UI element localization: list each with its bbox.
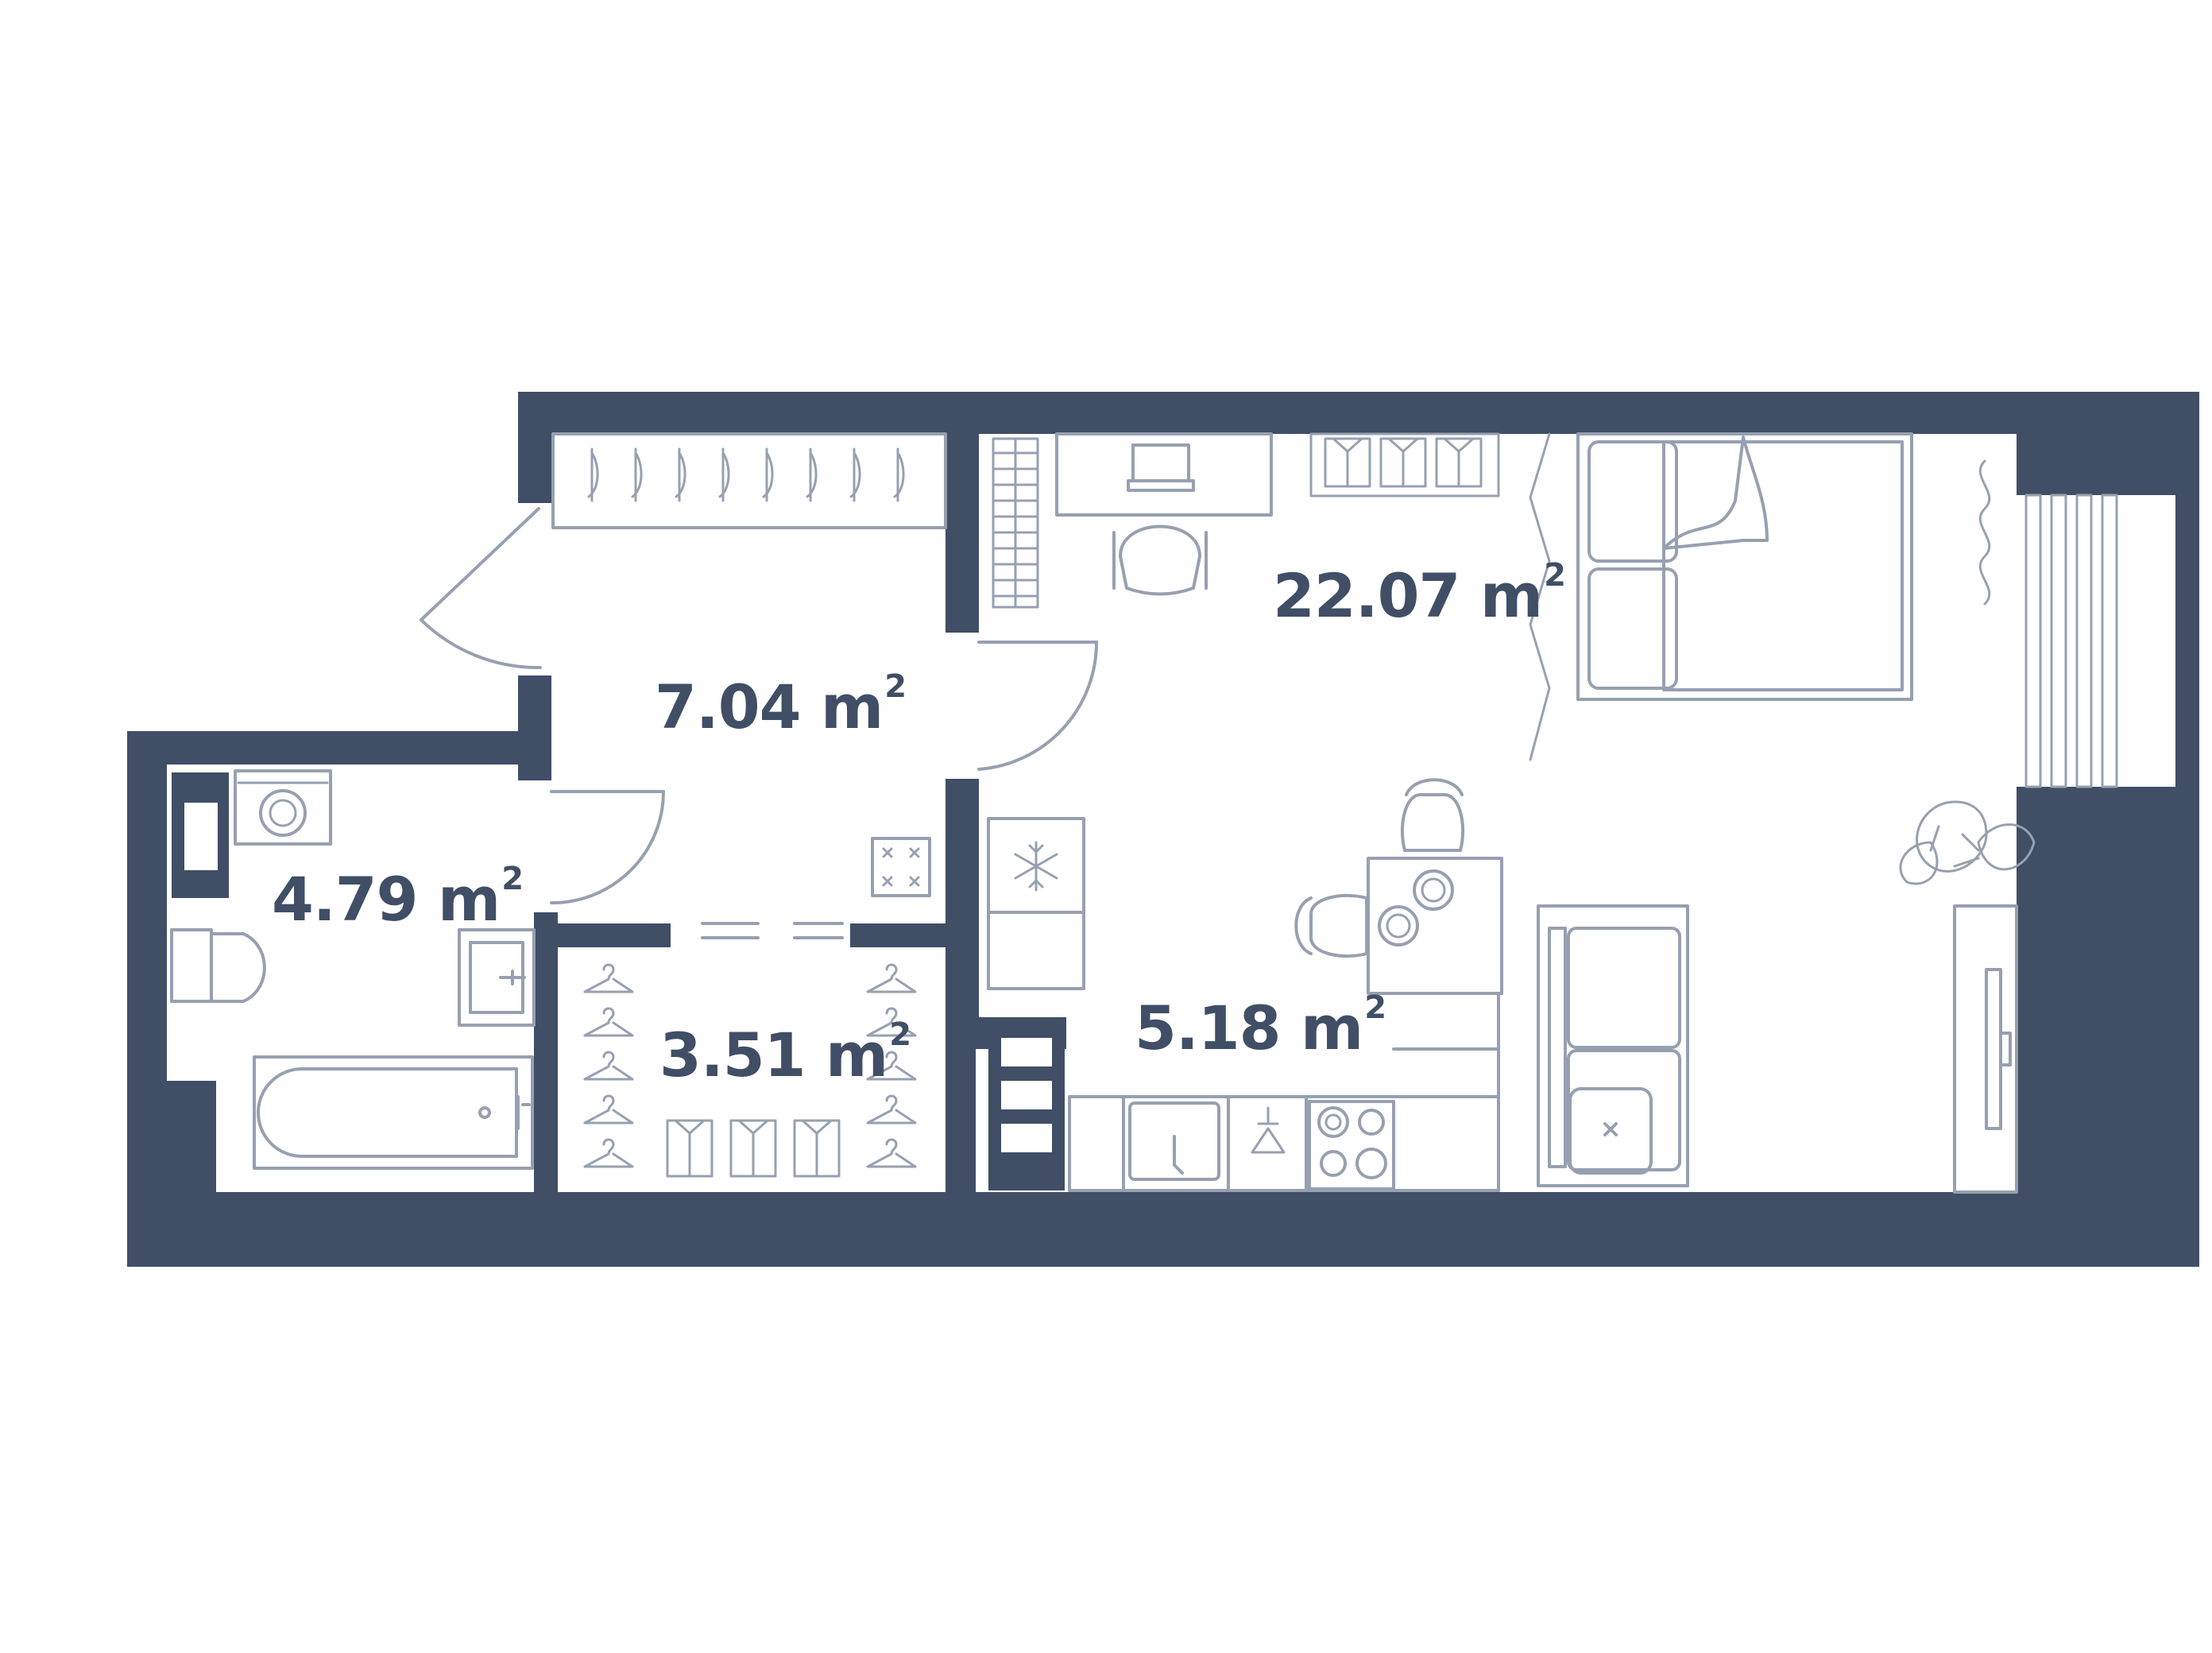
desk-icon <box>1055 432 1273 517</box>
wall-bath-left <box>127 731 167 1267</box>
wall-bath-pier <box>167 1081 216 1192</box>
walls <box>127 392 2199 1267</box>
shelf-icon <box>172 772 229 898</box>
dining-table-icon <box>1367 857 1503 995</box>
tv-icon <box>1953 904 2018 1194</box>
pillow-icon <box>1587 440 1678 690</box>
wall-hall-top-left <box>518 392 551 503</box>
folded-shirt-icon <box>666 1119 841 1178</box>
bathtub-icon <box>253 1055 534 1170</box>
wall-hall-right-upper <box>946 434 979 633</box>
curtain-icon <box>1529 432 1551 761</box>
chair-icon <box>1112 525 1208 596</box>
curtain-icon <box>1978 459 1991 606</box>
kitchen-divider <box>1392 1047 1500 1098</box>
wardrobe-hanger-icon <box>583 963 917 1168</box>
wall-hall-right-lower <box>946 779 979 1025</box>
plant-icon <box>1899 800 2036 885</box>
door-swing-icon <box>550 790 665 905</box>
wall-bath-top <box>127 731 551 765</box>
wall-top <box>518 392 2199 434</box>
area-label-kitchen: 5.18 m2 <box>1135 989 1386 1063</box>
radiator-icon <box>992 437 1039 609</box>
door-swing-icon <box>420 507 542 670</box>
wall-bottom <box>127 1192 2199 1267</box>
fridge-snowflake-icon <box>987 817 1085 914</box>
wall-right-lower <box>2017 787 2085 1264</box>
sliding-door <box>701 922 844 939</box>
sink-icon <box>1128 1101 1220 1181</box>
area-label-living-room: 22.07 m2 <box>1273 557 1566 631</box>
folded-shirt-icon <box>1309 432 1500 497</box>
window-icon <box>2024 494 2118 788</box>
wall-hall-left-mid <box>518 676 551 780</box>
wall-closet-top-left <box>558 923 671 947</box>
area-label-walk-in-closet: 3.51 m2 <box>659 1016 911 1090</box>
wall-closet-right <box>946 1017 976 1192</box>
sofa-icon <box>1537 904 1689 1187</box>
cooktop-icon <box>1308 1100 1395 1190</box>
kitchen-counter <box>987 911 1503 1192</box>
toilet-icon <box>170 928 266 1003</box>
wall-right-edge <box>2175 392 2199 1267</box>
wardrobe-hanger-icon <box>551 432 947 529</box>
wall-bath-closet <box>534 912 558 1192</box>
wall-right-upper <box>2017 392 2085 495</box>
chair-icon <box>1294 894 1368 958</box>
washing-machine-icon <box>234 769 332 846</box>
chair-icon <box>1401 778 1464 852</box>
sink-icon <box>458 928 536 1027</box>
laptop-icon <box>1127 443 1195 492</box>
wall-closet-top-right <box>850 923 979 947</box>
area-label-bathroom: 4.79 m2 <box>272 861 524 935</box>
pillow-icon <box>1568 1087 1653 1175</box>
shelf-icon <box>988 1019 1065 1190</box>
hall-cabinet-icon <box>871 837 931 897</box>
door-swing-icon <box>977 641 1099 771</box>
fridge-handle <box>1251 1106 1286 1154</box>
area-label-hallway: 7.04 m2 <box>655 668 907 742</box>
bed-icon <box>1576 432 1913 701</box>
